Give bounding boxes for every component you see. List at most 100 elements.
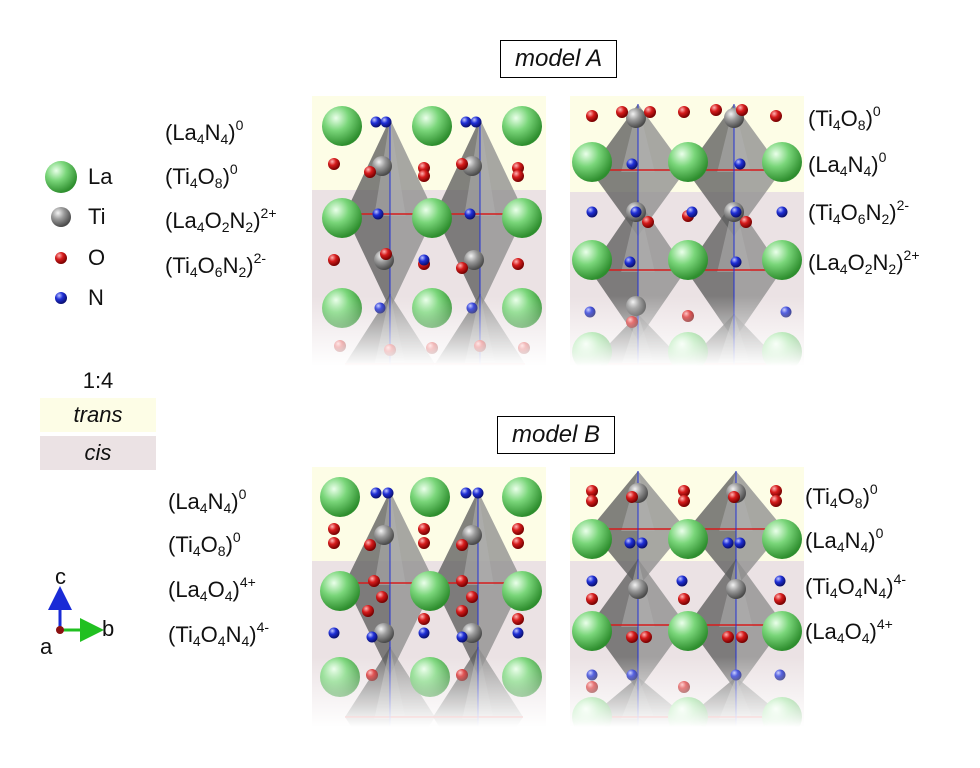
legend: La Ti O N — [40, 158, 112, 318]
o-atom — [722, 631, 734, 643]
formula-part-s2: 4 — [224, 588, 233, 604]
model-a-title: model A — [500, 40, 618, 78]
layer-formula-model-a-left-layers-1: (Ti4O8)0 — [165, 162, 238, 190]
formula-part-m1: O — [837, 484, 855, 509]
layer-formula-model-b-right-layers-2: (Ti4O4N4)4- — [805, 572, 906, 600]
formula-part-base: (La — [808, 152, 840, 177]
structure-panel-model-a-right — [570, 96, 804, 366]
layer-formula-model-b-right-layers-3: (La4O4)4+ — [805, 617, 893, 645]
formula-part-m1: O — [837, 574, 855, 599]
n-atom — [460, 116, 472, 128]
la-sphere-icon — [40, 159, 82, 195]
o-atom — [418, 613, 430, 625]
ratio-label: 1:4 — [82, 368, 114, 393]
o-atom — [456, 158, 468, 170]
formula-part-base: (Ti — [808, 106, 833, 131]
layer-formula-model-a-left-layers-0: (La4N4)0 — [165, 118, 243, 146]
formula-part-base: (Ti — [805, 484, 830, 509]
formula-part-m1: O — [200, 532, 218, 557]
layer-formula-model-b-left-layers-1: (Ti4O8)0 — [168, 530, 241, 558]
o-atom — [586, 110, 598, 122]
n-atom — [586, 206, 598, 218]
ti-sphere-icon — [40, 205, 82, 229]
formula-part-base: (Ti — [165, 253, 190, 278]
formula-part-s2: 2 — [221, 219, 230, 235]
o-atom — [328, 537, 340, 549]
formula-part-s2: 4 — [223, 500, 232, 516]
n-atom — [730, 206, 742, 218]
la-atom — [320, 477, 360, 517]
formula-part-close: ) — [865, 106, 873, 131]
o-atom — [710, 104, 722, 116]
la-atom — [410, 477, 450, 517]
formula-part-s1: 4 — [829, 585, 838, 601]
o-atom — [456, 262, 468, 274]
formula-part-charge: 4+ — [876, 616, 893, 632]
o-atom — [512, 170, 524, 182]
formula-part-close: ) — [871, 152, 879, 177]
formula-part-s2: 4 — [861, 630, 870, 646]
n-atom — [776, 206, 788, 218]
o-sphere-icon — [40, 250, 82, 266]
formula-part-base: (La — [168, 489, 200, 514]
formula-part-s3: 2 — [881, 211, 890, 227]
formula-part-base: (Ti — [805, 574, 830, 599]
o-atom — [418, 170, 430, 182]
formula-part-m2: N — [229, 208, 246, 233]
model-b-title: model B — [497, 416, 616, 454]
legend-item-la: La — [40, 158, 112, 196]
n-atom — [730, 256, 742, 268]
o-atom — [644, 106, 656, 118]
o-atom — [328, 158, 340, 170]
la-atom — [762, 611, 802, 651]
formula-part-s2: 4 — [220, 131, 229, 147]
formula-part-charge: 0 — [872, 103, 881, 119]
formula-part-s3: 2 — [245, 219, 254, 235]
la-atom — [322, 198, 362, 238]
formula-part-base: (Ti — [168, 622, 193, 647]
depth-fade-overlay — [312, 296, 546, 366]
layer-formula-model-b-left-layers-2: (La4O4)4+ — [168, 575, 256, 603]
n-atom — [676, 575, 688, 587]
la-atom — [762, 142, 802, 182]
n-sphere-icon — [40, 290, 82, 306]
formula-part-s2: 4 — [863, 163, 872, 179]
la-atom — [502, 477, 542, 517]
legend-item-n: N — [40, 278, 112, 318]
o-atom — [770, 495, 782, 507]
o-atom — [328, 254, 340, 266]
n-atom — [370, 487, 382, 499]
formula-part-base: (Ti — [165, 164, 190, 189]
formula-part-s1: 4 — [832, 211, 841, 227]
o-atom — [678, 593, 690, 605]
formula-part-charge: 0 — [229, 161, 238, 177]
formula-part-close: ) — [886, 574, 894, 599]
formula-part-base: (La — [165, 208, 197, 233]
formula-part-m1: O — [840, 200, 858, 225]
formula-part-s1: 4 — [189, 264, 198, 280]
layer-formula-model-b-left-layers-0: (La4N4)0 — [168, 487, 246, 515]
formula-part-s2: 6 — [214, 264, 223, 280]
formula-part-base: (Ti — [808, 200, 833, 225]
o-atom — [456, 605, 468, 617]
formula-part-close: ) — [253, 208, 261, 233]
formula-part-charge: 0 — [875, 525, 884, 541]
o-atom — [586, 593, 598, 605]
la-atom — [320, 571, 360, 611]
formula-part-charge: 4- — [256, 619, 270, 635]
formula-part-charge: 2- — [253, 250, 267, 266]
formula-part-s1: 4 — [192, 543, 201, 559]
n-atom — [512, 627, 524, 639]
formula-part-s1: 4 — [192, 633, 201, 649]
structure-panel-model-a-left — [312, 96, 546, 366]
formula-part-m2: N — [222, 253, 239, 278]
formula-part-s1: 4 — [836, 539, 845, 555]
la-atom — [668, 519, 708, 559]
formula-part-m1: N — [204, 120, 221, 145]
la-atom — [410, 571, 450, 611]
o-atom — [456, 575, 468, 587]
formula-part-m2: N — [862, 574, 879, 599]
la-atom — [762, 240, 802, 280]
formula-part-m1: O — [844, 619, 862, 644]
o-atom — [362, 605, 374, 617]
